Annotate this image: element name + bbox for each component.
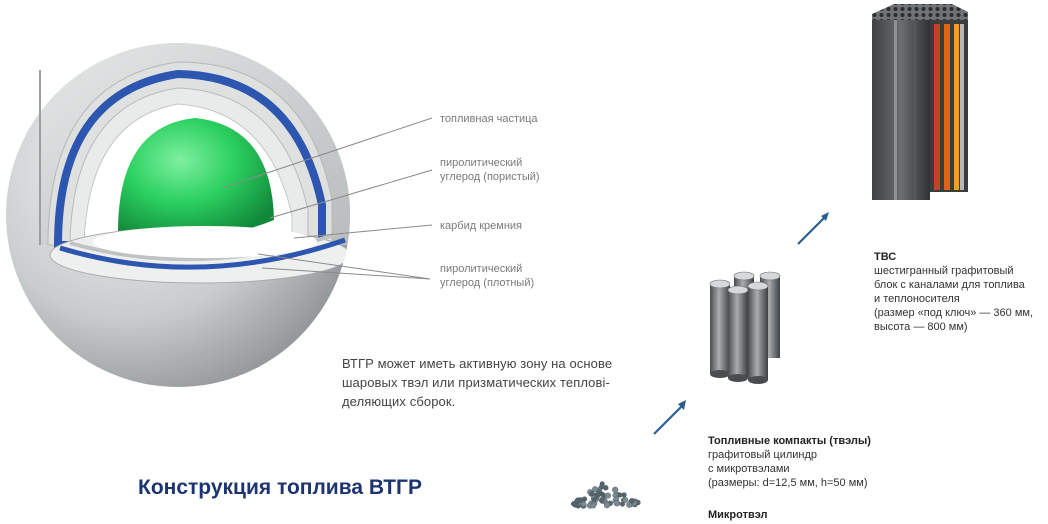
tvs-line-1: шестигранный графитовый [874, 265, 1014, 277]
fuel-channel-1 [934, 24, 940, 190]
leader-silicon-carbide [293, 224, 433, 239]
tvs-heading: ТВС [874, 251, 897, 263]
fuel-kernel [118, 118, 274, 239]
microfuel-particle [581, 496, 588, 502]
microfuel-particle [603, 485, 609, 491]
hex-block-edge-2 [914, 20, 916, 200]
label-silicon-carbide: карбид кремния [440, 220, 522, 232]
tvs-line-3: и теплоносителя [874, 293, 960, 305]
cut-plane-ring-blue [59, 237, 346, 270]
hex-block-body [872, 20, 930, 200]
arrow-micro-to-compact [653, 400, 686, 435]
hex-fuel-block [872, 4, 968, 200]
fuel-channel-2 [944, 24, 950, 190]
microfuel-heading: Микротвэл [708, 509, 768, 521]
tvs-line-4: (размер «под ключ» — 360 мм, [874, 307, 1034, 319]
coolant-channel [960, 24, 964, 190]
leader-dense-b [261, 267, 431, 280]
microfuel-particle [603, 501, 611, 509]
leader-fuel-particle [221, 117, 433, 189]
microfuel-particle [591, 497, 597, 503]
microfuel-particle [622, 496, 629, 503]
fuel-compacts [709, 271, 781, 384]
fuel-channel-3 [954, 24, 959, 190]
hex-block-edge [894, 20, 897, 200]
compacts-line-2: с микротвэлами [708, 463, 790, 475]
compacts-line-3: (размеры: d=12,5 мм, h=50 мм) [708, 477, 868, 489]
microfuel-particle [604, 492, 611, 499]
tvs-line-2: блок с каналами для топлива [874, 279, 1025, 291]
caption-line-3: деляющих сборок. [342, 394, 456, 409]
leader-dense-a [257, 253, 431, 280]
caption-line-1: ВТГР может иметь активную зону на основе [342, 356, 613, 371]
microfuel-particle [580, 501, 587, 507]
layer-silicon-carbide [53, 69, 326, 249]
microfuel-particle [592, 486, 598, 493]
tvs-description: ТВС шестигранный графитовый блок с канал… [874, 250, 1033, 334]
microfuel-particle [589, 490, 595, 496]
label-pyrolytic-dense-2: углерод (плотный) [440, 277, 535, 289]
microfuel-particle [629, 498, 635, 504]
fuel-sphere-cutaway [6, 43, 350, 387]
leader-pyrolytic-porous [269, 169, 433, 219]
caption-line-2: шаровых твэл или призматических теплові- [342, 375, 610, 390]
cut-plane-white [93, 226, 317, 258]
microfuel-particle [594, 494, 600, 500]
label-pyrolytic-porous-2: углерод (пористый) [440, 171, 540, 183]
compacts-heading: Топливные компакты (твэлы) [708, 435, 871, 447]
label-pyrolytic-dense-1: пиролитический [440, 263, 523, 275]
microfuel-description: Микротвэл [708, 508, 768, 522]
compacts-description: Топливные компакты (твэлы) графитовый ци… [708, 434, 871, 490]
microfuel-particle [599, 497, 605, 503]
label-fuel-particle: топливная частица [440, 113, 538, 125]
microfuel-particle [617, 492, 623, 498]
page-title: Конструкция топлива ВТГР [138, 476, 422, 499]
microfuel-particle [574, 498, 580, 504]
label-pyrolytic-porous-1: пиролитический [440, 157, 523, 169]
tvs-line-5: высота — 800 мм) [874, 321, 968, 333]
microfuel-particle [612, 486, 619, 494]
hex-block-top [872, 4, 968, 22]
compacts-line-1: графитовый цилиндр [708, 449, 818, 461]
arrow-compact-to-block [797, 212, 829, 245]
microfuel-pile [570, 481, 641, 509]
caption: ВТГР может иметь активную зону на основе… [342, 354, 672, 411]
microfuel-particle [613, 500, 620, 507]
compact-front [709, 279, 769, 384]
microfuel-particle [590, 502, 597, 509]
